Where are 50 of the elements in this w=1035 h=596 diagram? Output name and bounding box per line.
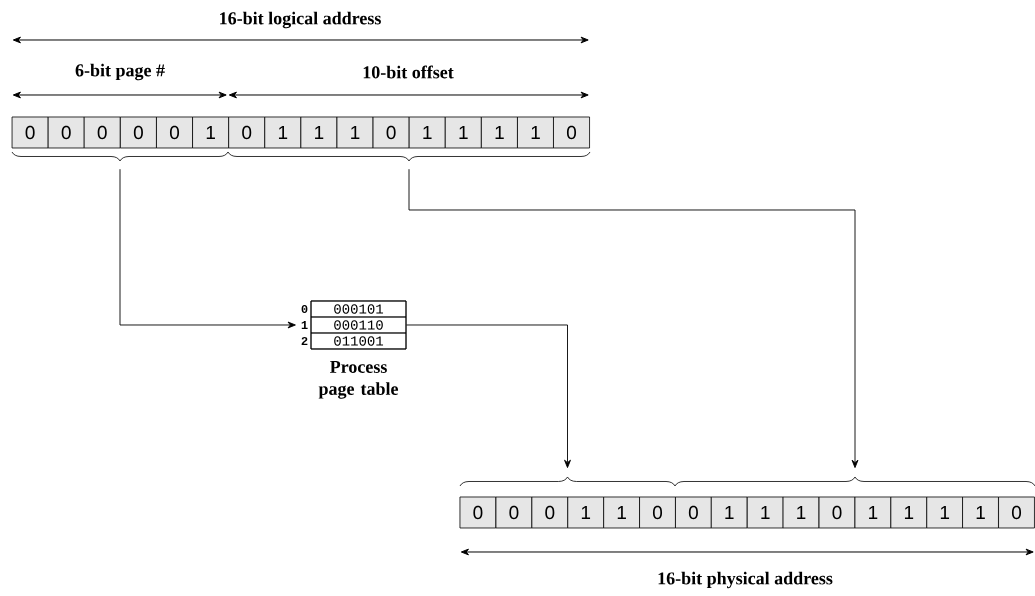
bit-cell: 1 [300, 116, 338, 149]
bit-cell: 1 [408, 116, 446, 149]
dimension-label: 16-bit physical address [658, 571, 833, 589]
curly-brace [11, 151, 229, 162]
bit-cell: 0 [83, 116, 121, 149]
bit-cell: 1 [567, 496, 605, 529]
bit-cell: 1 [480, 116, 518, 149]
bit-cell: 1 [926, 496, 964, 529]
bit-cell: 0 [553, 116, 590, 149]
bit-cell: 1 [444, 116, 482, 149]
table-row: 000110 [310, 316, 407, 334]
bit-cell: 1 [336, 116, 374, 149]
row-index: 1 [301, 321, 308, 329]
table-row: 011001 [310, 332, 407, 350]
bit-cell: 1 [854, 496, 892, 529]
bit-cell: 0 [119, 116, 157, 149]
bit-cell: 0 [459, 496, 497, 529]
bit-cell: 1 [962, 496, 999, 529]
bit-cell: 0 [156, 116, 193, 149]
row-index: 0 [301, 304, 308, 314]
bit-cell: 1 [517, 116, 554, 149]
table-row: 000101 [310, 300, 407, 318]
dimension-label: 16-bit logical address [220, 11, 381, 29]
bit-cell: 0 [11, 116, 49, 149]
arrow [119, 168, 296, 329]
curly-brace [674, 476, 1035, 487]
dimension-label: 6-bit page # [75, 63, 165, 81]
arrow [405, 324, 571, 469]
bit-cell: 0 [998, 496, 1035, 529]
bit-cell: 1 [782, 496, 820, 529]
row-index: 2 [301, 337, 308, 345]
bit-cell: 1 [710, 496, 748, 529]
node-label: Process page table [318, 360, 399, 399]
arrow [408, 168, 859, 469]
bit-cell: 1 [890, 496, 928, 529]
dimension-label: 10-bit offset [363, 65, 454, 79]
bit-cell: 1 [603, 496, 640, 529]
bit-cell: 0 [531, 496, 569, 529]
bit-cell: 0 [228, 116, 266, 149]
bit-cell: 1 [192, 116, 230, 149]
bit-cell: 1 [264, 116, 302, 149]
bit-cell: 0 [372, 116, 410, 149]
bit-cell: 0 [47, 116, 85, 149]
bit-cell: 0 [675, 496, 712, 529]
bit-cell: 0 [495, 496, 533, 529]
curly-brace [459, 476, 676, 487]
bit-cell: 0 [639, 496, 676, 529]
curly-brace [227, 151, 591, 162]
bit-cell: 1 [746, 496, 784, 529]
bit-cell: 0 [818, 496, 856, 529]
